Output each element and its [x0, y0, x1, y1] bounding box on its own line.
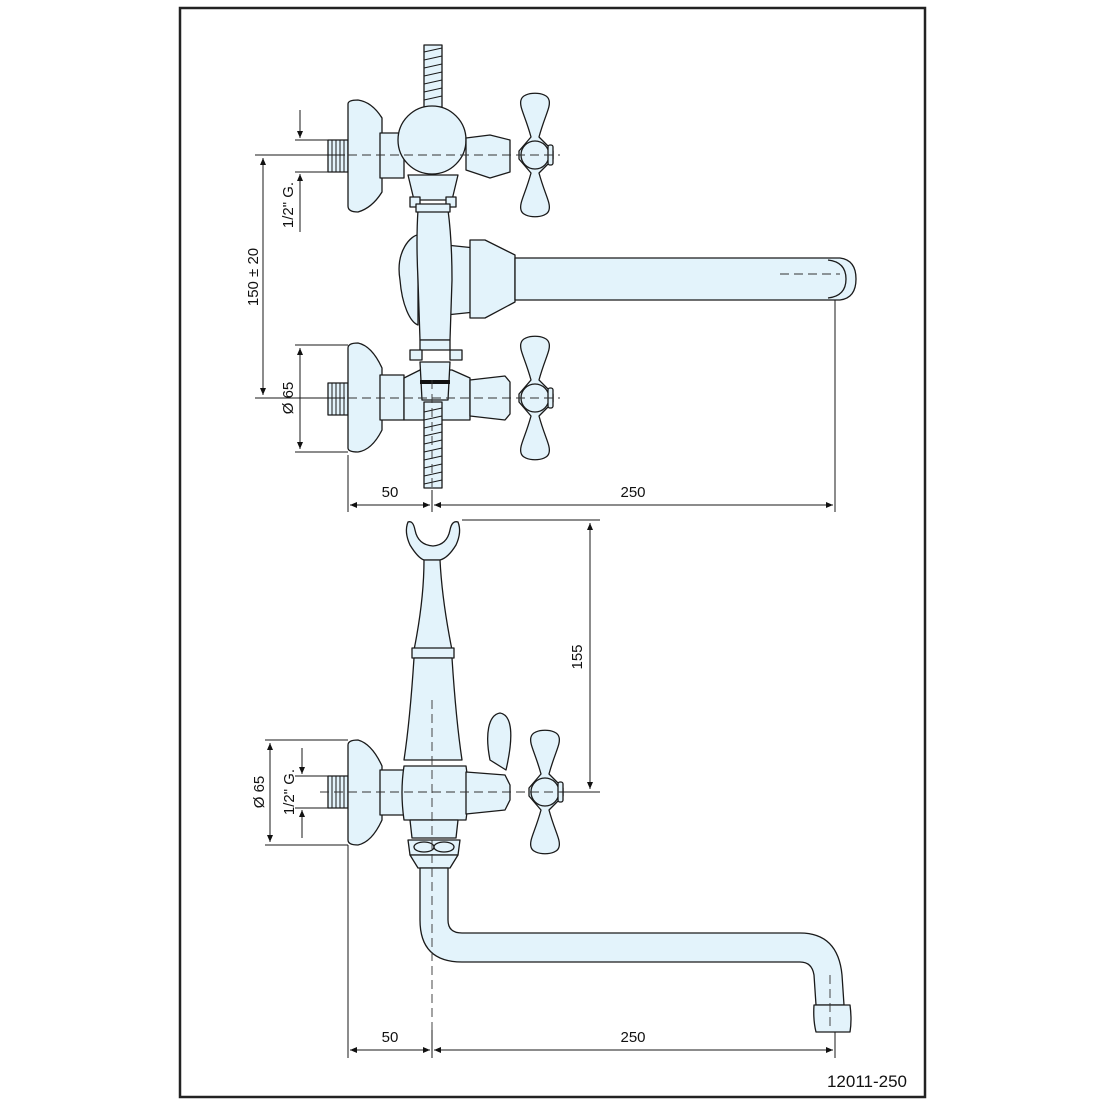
dim-thread-top: 1/2" G.: [280, 182, 297, 228]
dim-flange-diameter-top: Ø 65: [280, 382, 297, 415]
top-view: 50 250 150 ± 20 Ø 65 1/2" G.: [245, 44, 857, 512]
dim-spout-reach-top: 250: [620, 484, 645, 501]
spout-top: [514, 257, 857, 301]
shower-holder-fork: [405, 521, 461, 561]
dim-thread-side: 1/2" G.: [281, 769, 298, 815]
side-view: 50 250 155 Ø 65 1/2" G.: [251, 519, 852, 1058]
dim-flange-diameter-side: Ø 65: [251, 776, 268, 809]
wall-flange-lower: [347, 342, 383, 453]
dim-offset-top: 50: [382, 484, 399, 501]
dim-holder-height: 155: [569, 644, 586, 669]
lever-handle[interactable]: [487, 712, 512, 771]
product-code: 12011-250: [827, 1072, 907, 1091]
dim-spout-reach-side: 250: [620, 1029, 645, 1046]
inlet-thread-lower: [327, 382, 349, 416]
hand-shower: [416, 209, 453, 341]
dim-center-distance: 150 ± 20: [245, 248, 262, 306]
spout-nozzle: [813, 1004, 852, 1033]
inlet-thread-upper: [327, 139, 349, 173]
wall-flange-side: [347, 739, 383, 846]
valve-body-side: [401, 765, 469, 821]
wall-flange-upper: [347, 99, 383, 213]
diverter-body: [397, 105, 467, 175]
dim-offset-side: 50: [382, 1029, 399, 1046]
drawing-frame: [178, 6, 927, 1099]
spout-side: [419, 867, 845, 1006]
